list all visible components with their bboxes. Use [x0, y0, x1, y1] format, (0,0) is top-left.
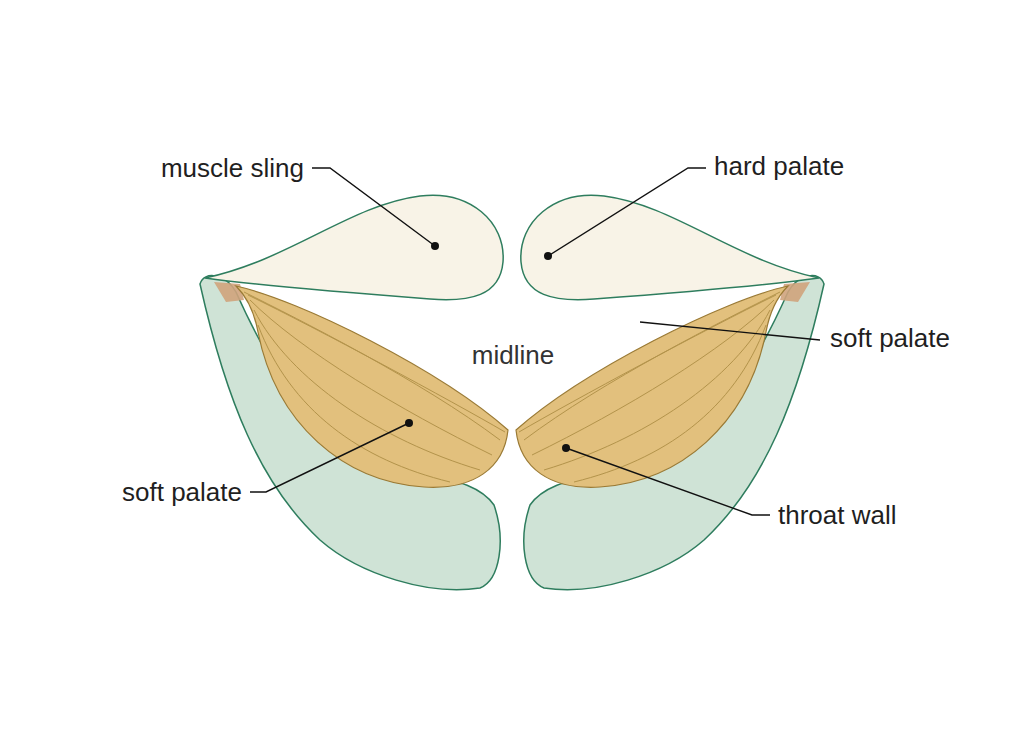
palate-half	[200, 195, 508, 589]
part-label: hard palate	[714, 151, 844, 181]
leader-dot	[562, 444, 570, 452]
part-label: soft palate	[122, 477, 242, 507]
palate-half-mirror	[516, 195, 824, 589]
part-label: soft palate	[830, 323, 950, 353]
leader-dot	[431, 242, 439, 250]
leader-dots	[405, 242, 570, 452]
muscle-band	[236, 286, 508, 487]
part-label: throat wall	[778, 500, 897, 530]
part-label: muscle sling	[161, 153, 304, 183]
midline-label: midline	[472, 340, 554, 370]
leader-dot	[544, 252, 552, 260]
leader-line	[566, 448, 770, 515]
muscle-tab	[214, 282, 244, 302]
leader-line	[548, 168, 706, 256]
leader-lines	[250, 168, 820, 515]
leader-dot	[405, 419, 413, 427]
leader-line	[312, 168, 435, 246]
leader-line	[640, 322, 820, 340]
hard-palate-shape	[205, 195, 503, 299]
leader-line	[250, 423, 409, 492]
muscle-fibres	[244, 292, 505, 482]
